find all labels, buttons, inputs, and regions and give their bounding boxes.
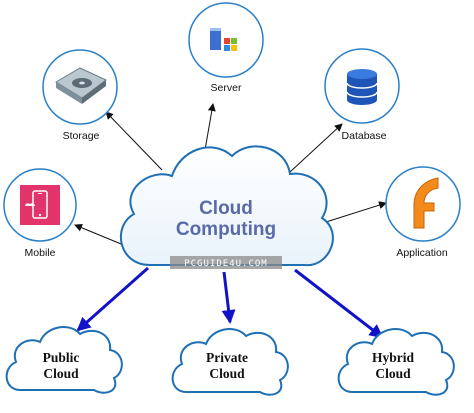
mobile-label: Mobile — [25, 247, 56, 259]
arrow-to-server — [204, 103, 216, 151]
arrow-to-private-cloud — [221, 271, 236, 324]
center-title-line2: Computing — [176, 219, 276, 240]
server-window-icon — [210, 28, 237, 51]
mobile-device-icon — [20, 185, 60, 225]
watermark-badge — [170, 256, 282, 269]
arrow-to-application — [325, 201, 387, 223]
arrow-to-hybrid-cloud — [294, 268, 384, 339]
storage-label: Storage — [63, 130, 100, 142]
mobile-node: Mobile — [3, 168, 77, 259]
application-node: Application — [385, 166, 461, 259]
public-cloud: Public Cloud — [5, 326, 123, 394]
private-cloud-line1: Private — [206, 350, 248, 365]
database-label: Database — [342, 130, 387, 142]
private-cloud: Private Cloud — [171, 328, 289, 396]
database-node: Database — [324, 48, 400, 142]
private-cloud-line2: Cloud — [209, 366, 245, 381]
public-cloud-line1: Public — [43, 350, 80, 365]
application-logo-icon — [413, 177, 439, 229]
arrow-to-mobile — [74, 223, 127, 247]
hybrid-cloud-line2: Cloud — [375, 366, 411, 381]
application-label: Application — [396, 247, 448, 259]
center-title-line1: Cloud — [199, 198, 253, 219]
server-label: Server — [211, 82, 242, 94]
center-cloud: Cloud Computing PCGUIDE4U.COM — [119, 145, 334, 269]
arrow-to-storage — [105, 111, 163, 171]
arrow-to-database — [289, 123, 343, 173]
hybrid-cloud-line1: Hybrid — [372, 350, 415, 365]
database-cylinder-icon — [346, 69, 378, 105]
watermark-text: PCGUIDE4U.COM — [184, 259, 267, 269]
hybrid-cloud: Hybrid Cloud — [337, 328, 455, 396]
server-node: Server — [188, 2, 264, 94]
storage-node: Storage — [42, 49, 118, 142]
public-cloud-line2: Cloud — [43, 366, 79, 381]
hard-drive-icon — [55, 67, 107, 104]
arrow-to-public-cloud — [76, 266, 149, 332]
